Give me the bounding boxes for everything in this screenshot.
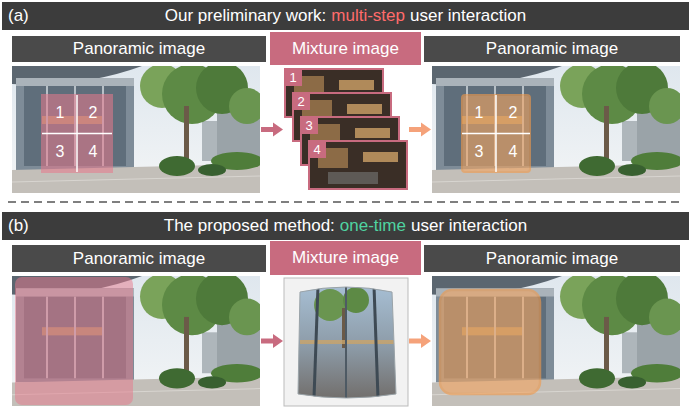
callout-number: 4 bbox=[509, 144, 518, 160]
image-panel: Panoramic image bbox=[432, 276, 680, 406]
callout-number: 2 bbox=[297, 95, 304, 108]
header-text: user interaction bbox=[410, 6, 526, 26]
panel-heading: Panoramic image bbox=[12, 245, 266, 272]
panel-heading: Panoramic image bbox=[424, 36, 680, 62]
panel-heading: Mixture image bbox=[270, 32, 421, 65]
image-panel: Mixture image bbox=[284, 66, 408, 193]
header-row: The proposed method:one-timeuser interac… bbox=[0, 212, 691, 240]
image-panel: Panoramic image bbox=[432, 66, 680, 193]
header-row: Our preliminary work:multi-stepuser inte… bbox=[0, 2, 691, 30]
image-panel: Mixture image bbox=[284, 276, 408, 406]
callout-number: 4 bbox=[89, 144, 98, 160]
callout-number: 3 bbox=[56, 144, 65, 160]
flow-arrow bbox=[261, 123, 283, 137]
callout-number: 4 bbox=[313, 143, 320, 156]
header-text: The proposed method: bbox=[164, 216, 335, 236]
panel-heading: Mixture image bbox=[270, 241, 421, 275]
header-text: user interaction bbox=[411, 216, 527, 236]
callout-number: 2 bbox=[509, 105, 518, 121]
callout-number: 2 bbox=[89, 105, 98, 121]
callout-number: 1 bbox=[289, 71, 296, 84]
header-text: Our preliminary work: bbox=[165, 6, 327, 26]
flow-arrow bbox=[261, 334, 283, 348]
callout-number: 3 bbox=[305, 119, 312, 132]
image-panel: Panoramic image bbox=[12, 66, 260, 193]
header-text: one-time bbox=[340, 216, 406, 236]
panel-heading: Panoramic image bbox=[12, 36, 266, 62]
header-text: (a) bbox=[8, 2, 29, 30]
callout-number: 1 bbox=[56, 105, 65, 121]
callout-number: 1 bbox=[475, 105, 484, 121]
image-panel: Panoramic image bbox=[12, 276, 260, 406]
flow-arrow bbox=[409, 123, 431, 137]
panel-heading: Panoramic image bbox=[424, 245, 680, 272]
callout-number: 3 bbox=[475, 144, 484, 160]
header-text: (b) bbox=[8, 212, 29, 240]
flow-arrow bbox=[409, 334, 431, 348]
header-text: multi-step bbox=[331, 6, 405, 26]
